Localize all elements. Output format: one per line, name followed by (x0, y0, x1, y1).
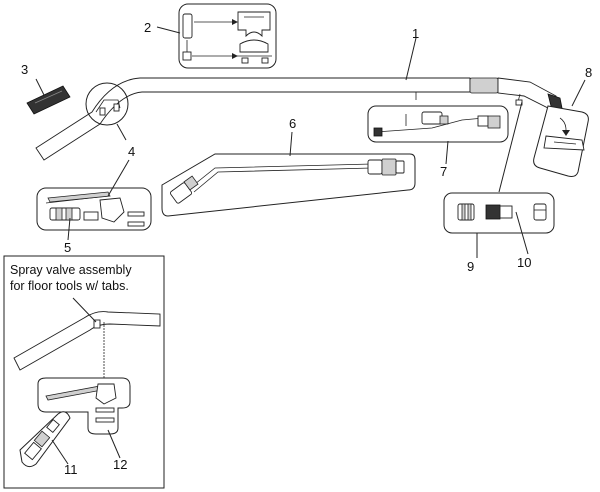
part-7-fitting-box (367, 105, 509, 143)
callout-6: 6 (289, 116, 296, 131)
part-6-hose-box (161, 153, 416, 217)
part-5-valve-box (36, 187, 152, 231)
part-2-clamp-box (178, 3, 277, 69)
valve-magnifier-circle (85, 82, 129, 126)
callout-12: 12 (113, 457, 127, 472)
callout-7: 7 (440, 164, 447, 179)
part-3-pad (26, 85, 71, 115)
handle-grip (469, 77, 563, 111)
inset-panel (3, 255, 165, 489)
part-8-tool-box (533, 105, 589, 177)
callout-1: 1 (412, 26, 419, 41)
callout-11: 11 (64, 462, 78, 477)
part-9-10-coupler-box (443, 192, 555, 234)
inset-caption-line-2: for floor tools w/ tabs. (10, 279, 129, 293)
callout-2: 2 (144, 20, 151, 35)
leader-lines (35, 26, 586, 465)
callout-5: 5 (64, 240, 71, 255)
callout-3: 3 (21, 62, 28, 77)
callout-4: 4 (128, 144, 135, 159)
callout-8: 8 (585, 65, 592, 80)
callout-10: 10 (517, 255, 531, 270)
inset-caption-line-1: Spray valve assembly (10, 263, 132, 277)
callout-9: 9 (467, 259, 474, 274)
